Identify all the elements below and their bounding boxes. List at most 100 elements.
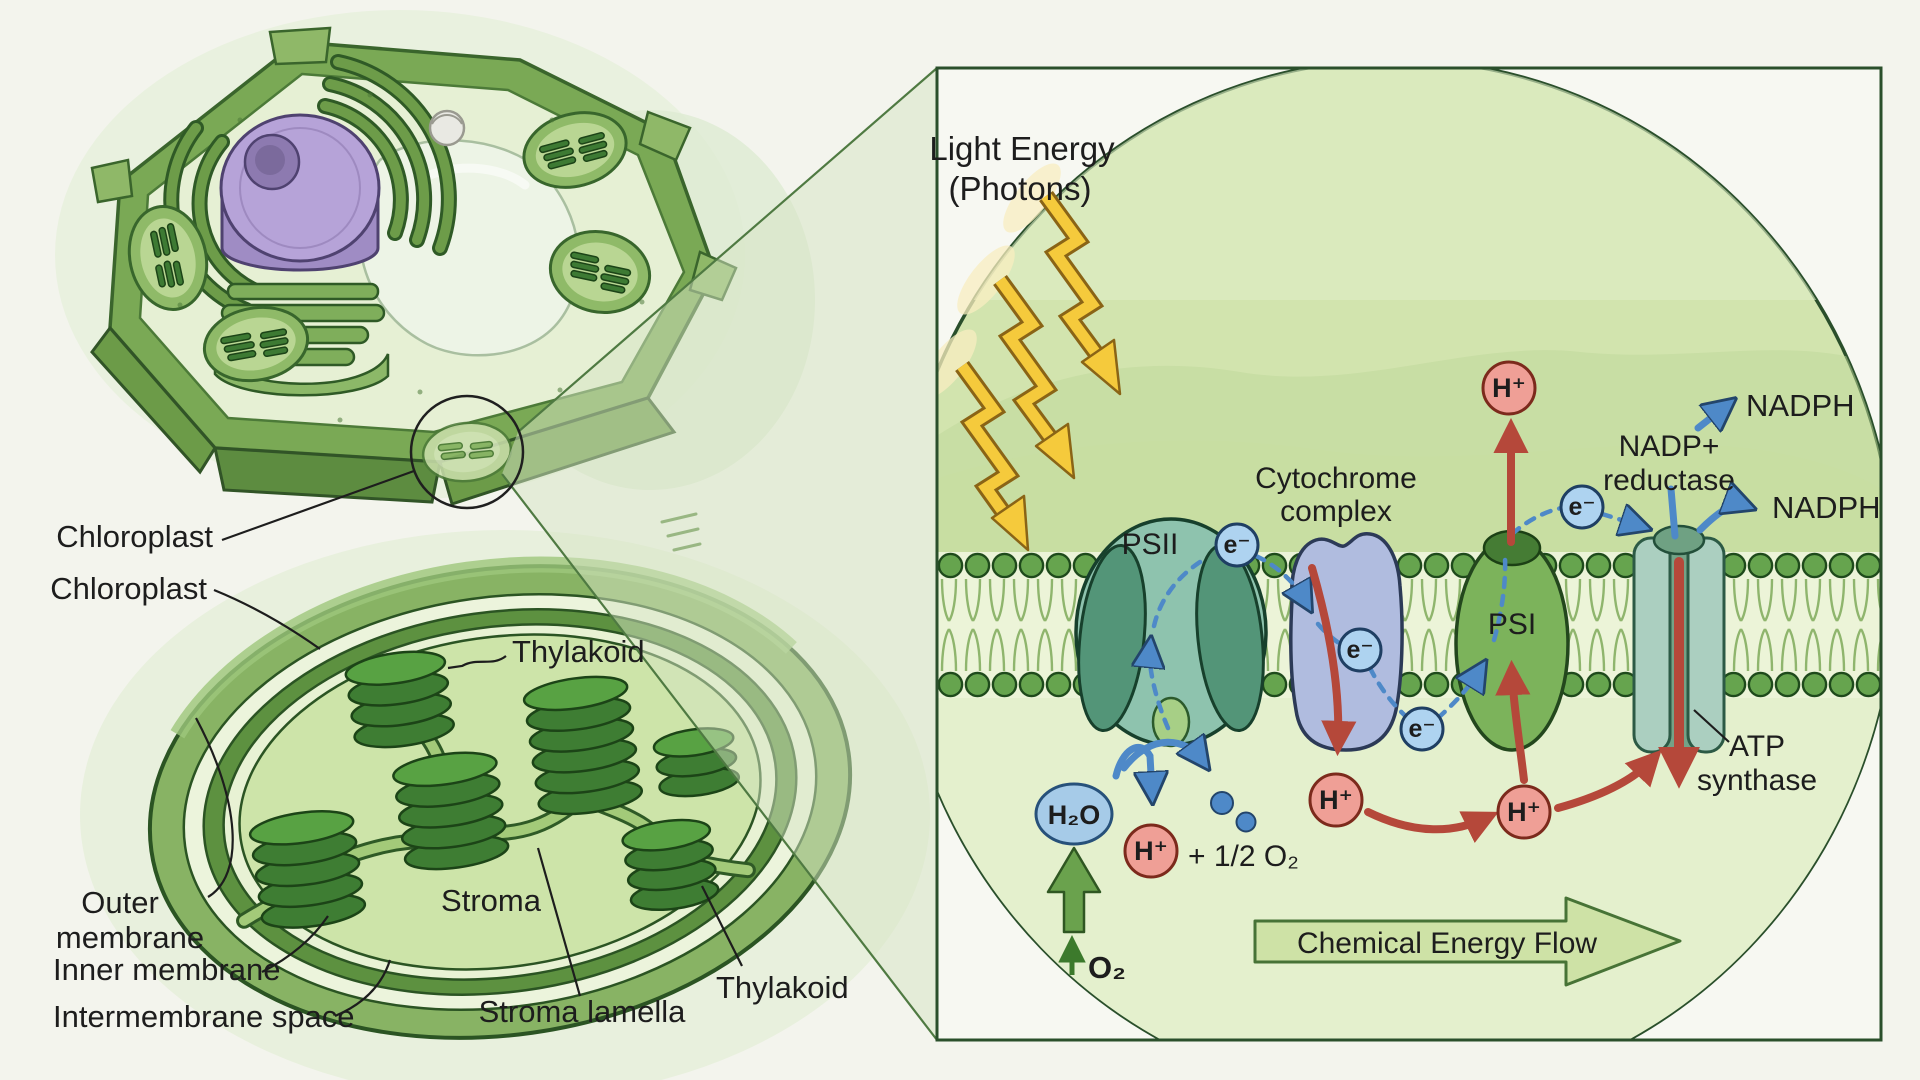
nadp-reductase-cap: [1652, 524, 1706, 556]
hplus-badge: [1308, 772, 1364, 828]
arrow-hplus-to-hplus: [1364, 808, 1499, 844]
chemical-energy-flow-arrow: [1253, 896, 1682, 987]
arrow-nadph-lower: [1696, 504, 1744, 534]
arrow-nadph-upper: [1694, 406, 1726, 428]
electron-path: [1150, 508, 1640, 731]
left-scene: Chloroplast Chloroplast Thylakoid Outer …: [50, 10, 938, 1080]
magnifier: [409, 67, 938, 1041]
label-hplus: H⁺: [1492, 373, 1526, 403]
electron-badge: [1399, 706, 1445, 752]
plant-cell-illustration: [90, 26, 738, 552]
chloroplast-diagram: [147, 556, 853, 1040]
label-outer-membrane-2: membrane: [56, 920, 204, 955]
label-inner-membrane: Inner membrane: [53, 952, 280, 987]
light-reactions-panel: Light Energy (Photons) PSII Cytochrome c…: [929, 66, 1883, 1042]
oxygen-dot: [1210, 791, 1234, 815]
arrow-cytochrome-to-hplus: [1308, 564, 1357, 757]
granum: [392, 751, 510, 871]
label-electron: e⁻: [1408, 715, 1435, 743]
label-nadp-reductase-1: NADP+: [1619, 430, 1720, 463]
proton-arrows: [1308, 417, 1700, 844]
label-nadph-upper: NADPH: [1746, 388, 1855, 423]
label-stroma-lamella: Stroma lamella: [479, 994, 686, 1029]
label-nadph-lower: NADPH: [1772, 490, 1881, 525]
hplus-badge: [1481, 360, 1537, 416]
label-o2: O₂: [1088, 950, 1126, 985]
hplus-badge: [1123, 823, 1179, 879]
label-cytochrome-2: complex: [1280, 495, 1392, 528]
electron-labels: e⁻ e⁻ e⁻ e⁻: [1223, 493, 1595, 743]
arrow-water-split-down: [1112, 743, 1152, 792]
bolt-arrowhead: [990, 494, 1030, 552]
granum: [522, 675, 644, 816]
label-chloroplast-2: Chloroplast: [50, 571, 207, 606]
right-labels: Light Energy (Photons) PSII Cytochrome c…: [929, 130, 1880, 985]
label-hplus: H⁺: [1507, 797, 1541, 827]
nadp-reductase-stick: [1667, 485, 1679, 540]
arrow-hplus-to-atp: [1554, 749, 1662, 812]
psii-complex: [1074, 517, 1268, 748]
label-hplus: H⁺: [1134, 836, 1168, 866]
label-electron: e⁻: [1346, 636, 1373, 664]
label-electron: e⁻: [1223, 531, 1250, 559]
cell-wall-slab-left: [213, 446, 442, 504]
cell-chloroplast: [522, 111, 628, 189]
arrow-hplus-up-psi: [1495, 659, 1531, 784]
bolt-arrowhead: [1080, 338, 1122, 396]
electron-badges: [1214, 484, 1605, 752]
grana-stacks: [248, 650, 741, 929]
atp-synthase-pointer: [1693, 709, 1730, 743]
lipid-heads-top: [937, 552, 1881, 579]
cell-chloroplast: [127, 205, 209, 311]
panel-border: [935, 66, 1883, 1042]
bolt-arrowhead: [1034, 422, 1076, 480]
proton-labels: H⁺ H⁺ H⁺ H⁺: [1134, 373, 1541, 866]
label-outer-membrane-1: Outer: [81, 885, 159, 920]
nucleus: [219, 113, 381, 272]
label-hplus: H⁺: [1319, 785, 1353, 815]
label-chemical-energy-flow: Chemical Energy Flow: [1297, 927, 1597, 960]
label-light-energy-1: Light Energy: [929, 130, 1115, 167]
granum: [621, 818, 720, 912]
label-stroma: Stroma: [441, 883, 542, 918]
label-atp-synthase-1: ATP: [1729, 730, 1785, 763]
label-pointer-lines: [195, 469, 743, 1018]
label-h2o: H₂O: [1048, 800, 1101, 830]
electron-badge: [1214, 522, 1260, 568]
oxygen-dot: [1235, 811, 1257, 833]
zoom-beam: [502, 68, 937, 1040]
vacuole-highlight: [415, 163, 530, 190]
label-cytochrome-1: Cytochrome: [1255, 462, 1417, 495]
cell-wall-corner: [268, 26, 332, 66]
cell-wall-slab-bottomleft: [90, 325, 217, 475]
label-electron: e⁻: [1568, 493, 1595, 521]
arrow-water-split-o2: [1120, 742, 1202, 768]
cell-chloroplast-highlighted: [421, 421, 513, 483]
cell-wall-corner: [90, 158, 134, 204]
label-atp-synthase-2: synthase: [1697, 764, 1817, 797]
label-intermembrane-space: Intermembrane space: [53, 999, 355, 1034]
psi-complex: [1454, 529, 1570, 752]
granum: [344, 650, 455, 749]
left-labels: Chloroplast Chloroplast Thylakoid Outer …: [50, 469, 849, 1034]
electron-badge: [1559, 484, 1605, 530]
cell-chloroplast: [202, 305, 310, 383]
h2o-molecule: [1034, 782, 1114, 846]
label-light-energy-2: (Photons): [948, 170, 1091, 207]
label-psii: PSII: [1122, 528, 1179, 561]
label-nadp-reductase-2: reductase: [1603, 464, 1735, 497]
magnifier-circle: [409, 394, 525, 510]
cell-wall-corner: [638, 110, 692, 162]
blue-arrows: [1112, 406, 1744, 792]
proton-badges: [1123, 360, 1552, 879]
label-thylakoid-top: Thylakoid: [512, 634, 645, 669]
cell-chloroplast: [548, 230, 652, 314]
light-photon-bolts: [937, 163, 1122, 552]
cytoplasm-dots: [177, 92, 645, 423]
vesicle: [428, 109, 466, 147]
label-psi: PSI: [1488, 608, 1536, 641]
label-half-o2: + 1/2 O₂: [1188, 840, 1299, 873]
electron-badge: [1337, 627, 1383, 673]
label-thylakoid-bottom: Thylakoid: [716, 970, 849, 1005]
